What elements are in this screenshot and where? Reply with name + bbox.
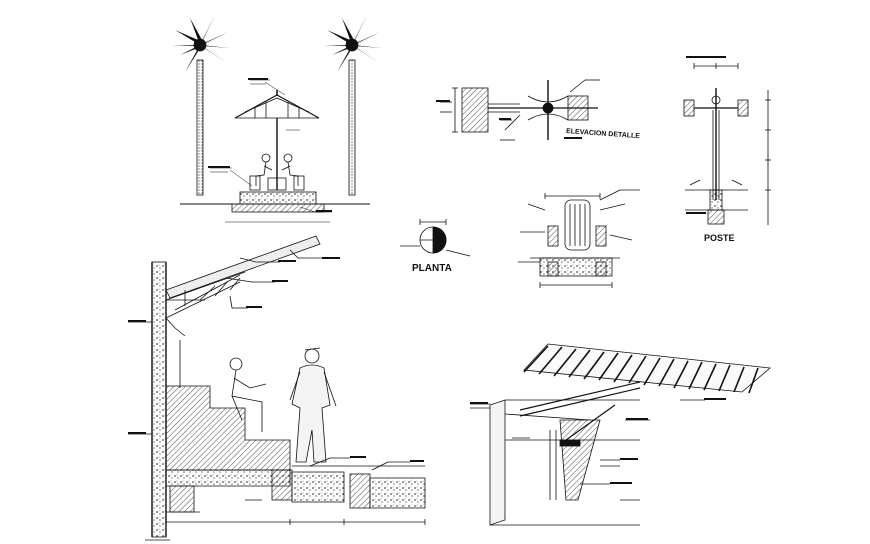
section-view-group xyxy=(128,235,426,541)
palm-tree-right xyxy=(324,15,382,196)
seat-detail-group xyxy=(518,189,640,288)
umbrella-roof xyxy=(234,90,320,119)
section-standing-person xyxy=(289,347,337,463)
pergola-perspective-group xyxy=(470,343,771,526)
annotation-tags xyxy=(128,56,726,484)
seated-person-left xyxy=(255,153,273,186)
palm-elevation-group xyxy=(172,15,382,223)
planta-group xyxy=(400,219,471,257)
palm-tree-left xyxy=(172,15,230,196)
section-seated-person xyxy=(229,357,267,432)
seated-person-right xyxy=(281,153,299,186)
planta-label: PLANTA xyxy=(412,263,452,274)
poste-group xyxy=(683,63,771,225)
poste-label: POSTE xyxy=(704,233,735,243)
